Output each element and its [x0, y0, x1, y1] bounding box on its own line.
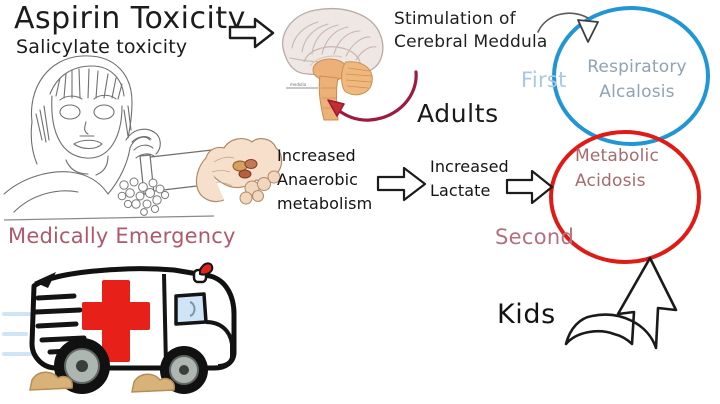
girl-with-pill-bottle-illustration [3, 44, 215, 224]
anaerobic-metabolism-label: Increased Anaerobic metabolism [277, 144, 372, 216]
metabolic-acidosis-line-1: Metabolic [575, 146, 659, 166]
page-subtitle: Salicylate toxicity [16, 36, 188, 58]
medulla-pointer-arrow-icon [312, 70, 422, 128]
stimulation-label: Stimulation of Cerebral Meddula [394, 8, 548, 54]
lactate-line-2: Lactate [430, 181, 491, 200]
first-order-label: First [521, 68, 567, 92]
page-title: Aspirin Toxicity [14, 1, 246, 36]
hand-muscle-cells-illustration [190, 132, 296, 218]
respiratory-alkalosis-line-1: Respiratory [587, 57, 687, 77]
stimulation-line-2: Cerebral Meddula [394, 32, 548, 52]
anaerobic-line-1: Increased [277, 146, 356, 165]
ambulance-illustration [2, 252, 242, 402]
arrow-anaerobic-to-lactate-icon [376, 165, 428, 203]
adults-label: Adults [417, 99, 499, 128]
metabolic-acidosis-label: Metabolic Acidosis [575, 144, 690, 194]
lactate-label: Increased Lactate [430, 155, 509, 203]
second-order-label: Second [495, 225, 575, 249]
arrow-kids-to-acidosis-icon [558, 252, 698, 352]
medical-emergency-label: Medically Emergency [8, 224, 236, 248]
respiratory-alkalosis-line-2: Alcalosis [599, 82, 675, 102]
metabolic-acidosis-line-2: Acidosis [575, 171, 646, 191]
anaerobic-line-3: metabolism [277, 194, 373, 213]
arrow-into-respiratory-icon [536, 6, 616, 58]
metabolic-acidosis-circle [549, 130, 701, 264]
arrow-lactate-to-acidosis-icon [505, 168, 555, 206]
stimulation-line-1: Stimulation of [394, 9, 516, 29]
respiratory-alkalosis-label: Respiratory Alcalosis [577, 55, 697, 105]
lactate-line-1: Increased [430, 157, 509, 176]
arrow-title-to-brain-icon [228, 16, 276, 50]
kids-label: Kids [497, 299, 556, 330]
anaerobic-line-2: Anaerobic [277, 170, 359, 189]
svg-text:medulla: medulla [290, 82, 307, 87]
